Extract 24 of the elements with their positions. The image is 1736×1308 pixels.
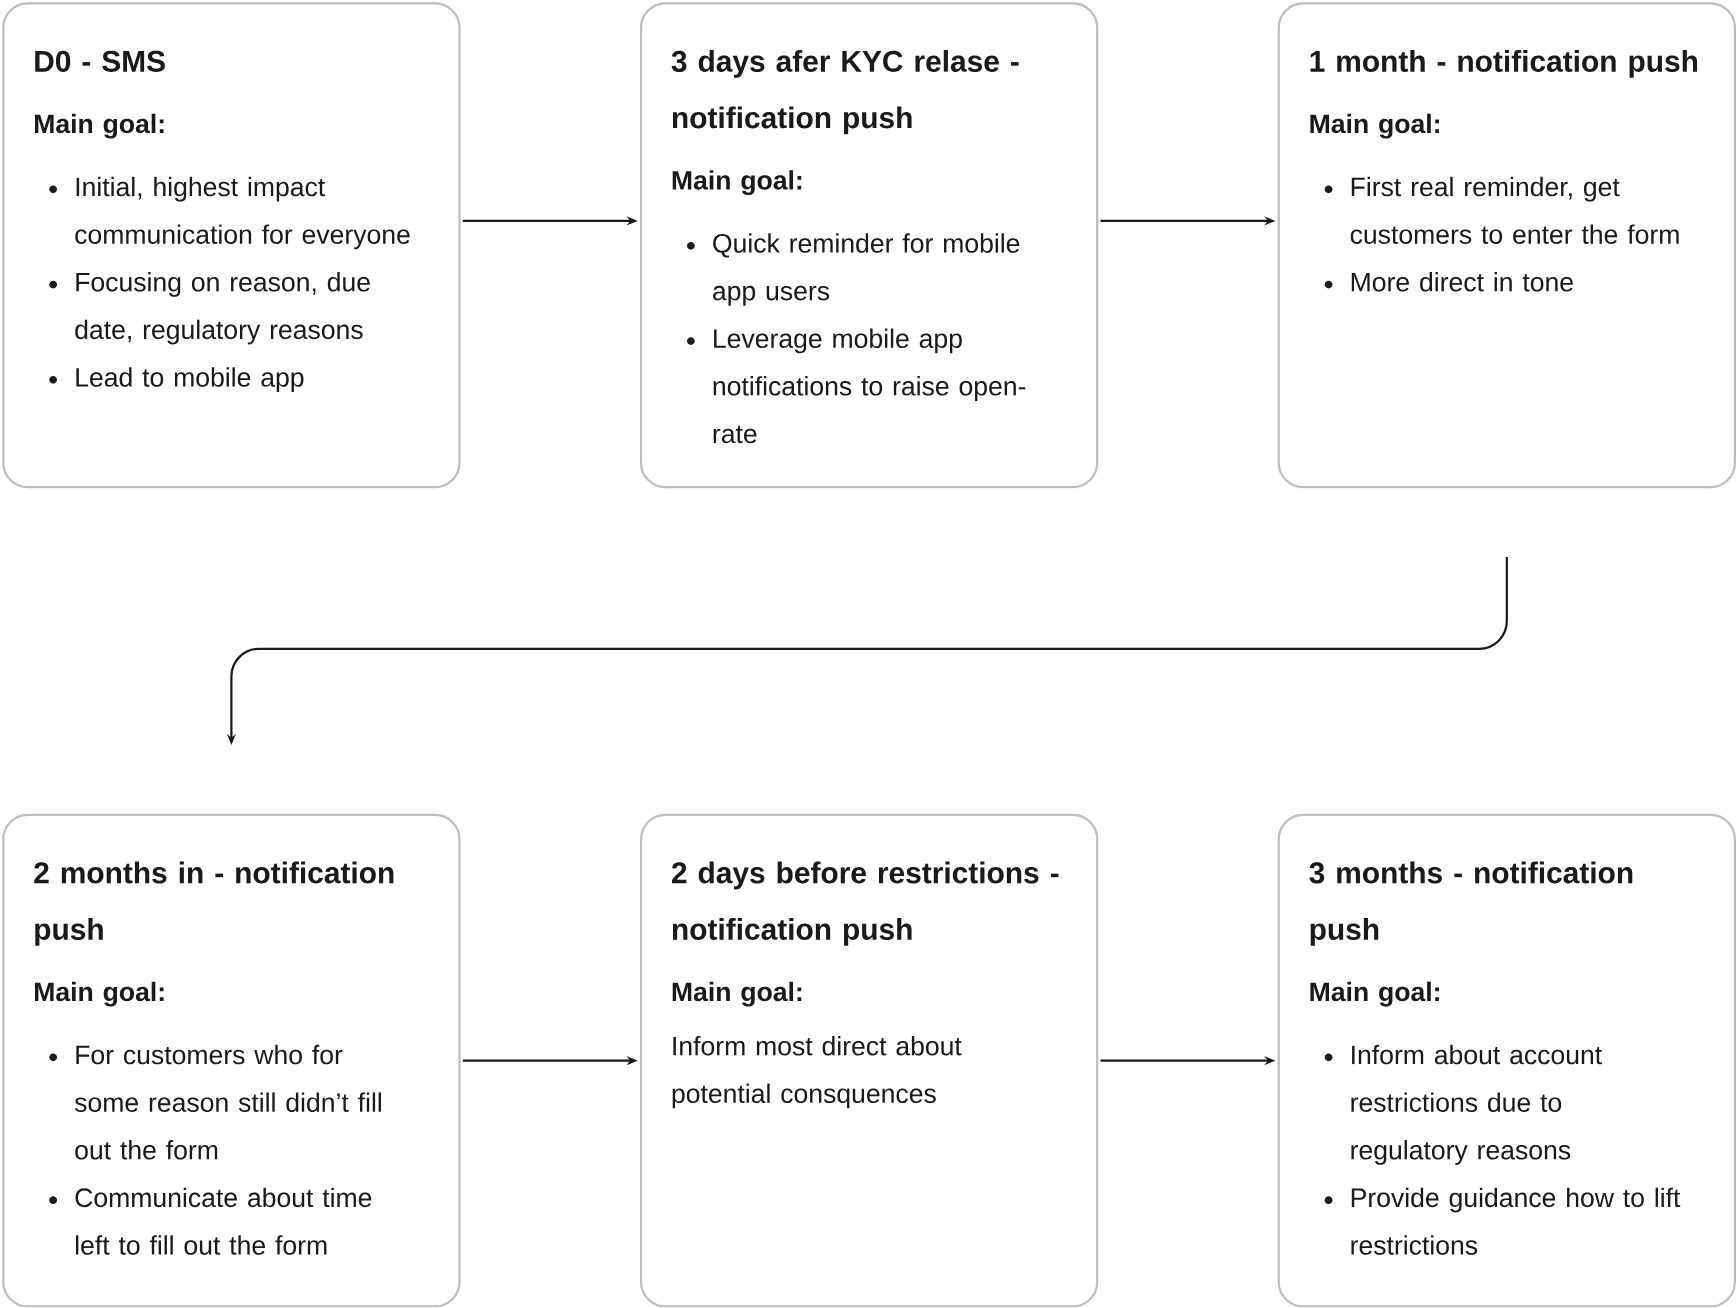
heading: 3 days afer KYC relase - notification push <box>671 50 1019 135</box>
goal-label: Main goal: <box>672 981 802 1007</box>
goal-label: Main goal: <box>1310 113 1439 139</box>
goal-label: Main goal: <box>1310 981 1439 1007</box>
goal-label: Main goal: <box>672 170 802 196</box>
heading: D0 - SMS <box>35 51 165 73</box>
bullet-item: Quick reminder for mobile app users <box>687 233 1020 306</box>
goal-label: Main goal: <box>35 981 164 1007</box>
bullet-item: Inform about account restrictions due to regulatory reasons <box>1324 1045 1602 1166</box>
bullet-item: First real reminder, get customers to enter the form <box>1324 177 1679 245</box>
bullet-item: Lead to mobile app <box>49 367 304 393</box>
bullet-item: Initial, highest impact communication for everyone <box>49 177 410 250</box>
bullet-item: Communicate about time left to fill out the form <box>49 1187 372 1255</box>
bullet-item: More direct in tone <box>1324 272 1573 292</box>
bullet-item: Leverage mobile app notifications to raise open-rate <box>687 328 1026 444</box>
body-text: Inform most direct about potential consquences <box>672 1036 962 1109</box>
bullet-item: Provide guidance how to lift restrictions <box>1324 1187 1681 1255</box>
heading: 1 month - notification push <box>1310 50 1698 79</box>
bullet-item: For customers who for some reason still didn’t fill out the form <box>49 1045 381 1160</box>
heading: 2 months in - notification push <box>34 861 394 947</box>
heading: 3 months - notification push <box>1309 861 1633 947</box>
goal-label: Main goal: <box>35 113 164 139</box>
heading: 2 days before restrictions - notification push <box>672 861 1059 947</box>
bullet-item: Focusing on reason, due date, regulatory reasons <box>49 272 370 345</box>
